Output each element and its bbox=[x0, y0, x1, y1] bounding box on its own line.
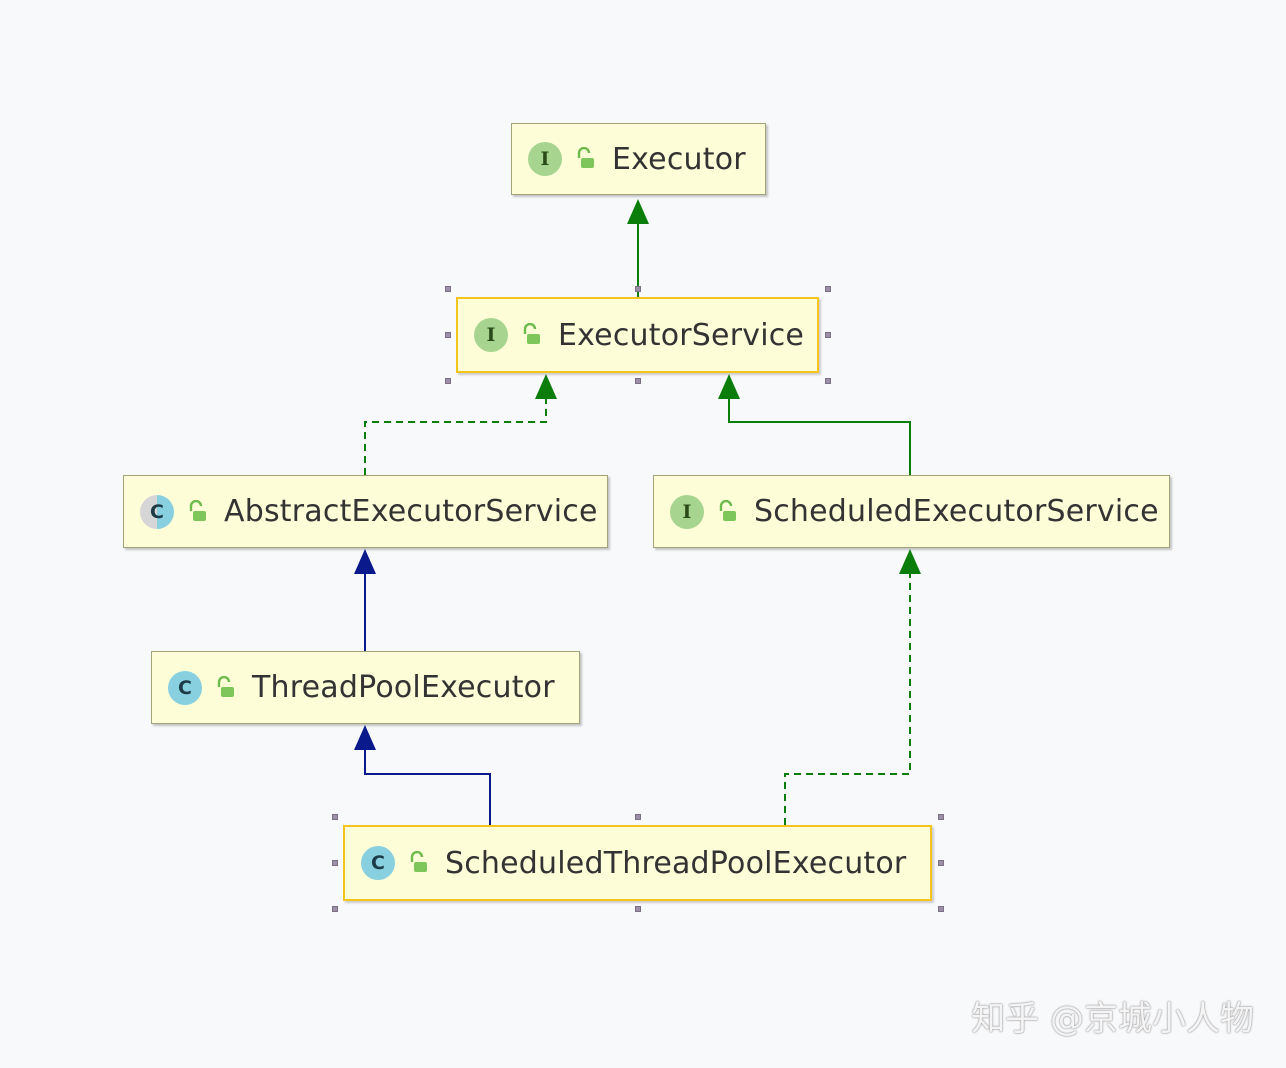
resize-handle[interactable] bbox=[445, 378, 451, 384]
unlock-icon bbox=[523, 323, 540, 344]
unlock-icon bbox=[410, 851, 427, 872]
unlock-icon bbox=[577, 147, 594, 168]
resize-handle[interactable] bbox=[938, 814, 944, 820]
node-label: AbstractExecutorService bbox=[224, 494, 598, 529]
node-label: Executor bbox=[612, 141, 746, 177]
node-label: ThreadPoolExecutor bbox=[252, 670, 555, 705]
node-label: ScheduledExecutorService bbox=[754, 494, 1159, 529]
resize-handle[interactable] bbox=[332, 860, 338, 866]
edge-abstract-executor-service-to-executor-service bbox=[364, 398, 547, 475]
unlock-icon bbox=[189, 499, 206, 521]
arrowhead-extends-class bbox=[354, 725, 376, 750]
resize-handle[interactable] bbox=[825, 286, 831, 292]
resize-handle[interactable] bbox=[635, 378, 641, 384]
class-icon: C bbox=[361, 846, 395, 880]
resize-handle[interactable] bbox=[332, 814, 338, 820]
unlock-icon bbox=[719, 499, 736, 521]
arrowhead-extends-interface bbox=[627, 199, 649, 224]
resize-handle[interactable] bbox=[635, 286, 641, 292]
resize-handle[interactable] bbox=[938, 860, 944, 866]
node-label: ScheduledThreadPoolExecutor bbox=[445, 845, 907, 881]
resize-handle[interactable] bbox=[445, 332, 451, 338]
node-scheduled-thread-pool-executor[interactable]: C ScheduledThreadPoolExecutor bbox=[343, 825, 932, 901]
resize-handle[interactable] bbox=[332, 906, 338, 912]
resize-handle[interactable] bbox=[445, 286, 451, 292]
interface-icon: I bbox=[670, 494, 704, 529]
arrowhead-implements bbox=[535, 374, 557, 399]
node-executor[interactable]: I Executor bbox=[511, 123, 766, 195]
node-thread-pool-executor[interactable]: C ThreadPoolExecutor bbox=[151, 651, 580, 724]
edge-scheduled-executor-service-to-executor-service bbox=[728, 398, 911, 475]
resize-handle[interactable] bbox=[635, 814, 641, 820]
resize-handle[interactable] bbox=[635, 906, 641, 912]
watermark: 知乎 @京城小人物 bbox=[971, 999, 1254, 1039]
node-scheduled-executor-service[interactable]: I ScheduledExecutorService bbox=[653, 475, 1170, 548]
arrowhead-extends-class bbox=[354, 549, 376, 574]
arrowhead-extends-interface bbox=[718, 374, 740, 399]
interface-icon: I bbox=[474, 318, 508, 352]
resize-handle[interactable] bbox=[938, 906, 944, 912]
edge-scheduled-thread-pool-executor-to-scheduled-executor-service bbox=[784, 573, 911, 825]
resize-handle[interactable] bbox=[825, 378, 831, 384]
node-abstract-executor-service[interactable]: C AbstractExecutorService bbox=[123, 475, 608, 548]
unlock-icon bbox=[217, 675, 234, 697]
class-icon: C bbox=[168, 670, 202, 705]
node-executor-service[interactable]: I ExecutorService bbox=[456, 297, 819, 373]
interface-icon: I bbox=[528, 142, 562, 176]
arrowhead-implements bbox=[899, 549, 921, 574]
resize-handle[interactable] bbox=[825, 332, 831, 338]
node-label: ExecutorService bbox=[558, 317, 805, 353]
abstract-class-icon: C bbox=[140, 494, 174, 529]
edge-scheduled-thread-pool-executor-to-thread-pool-executor bbox=[364, 749, 491, 825]
